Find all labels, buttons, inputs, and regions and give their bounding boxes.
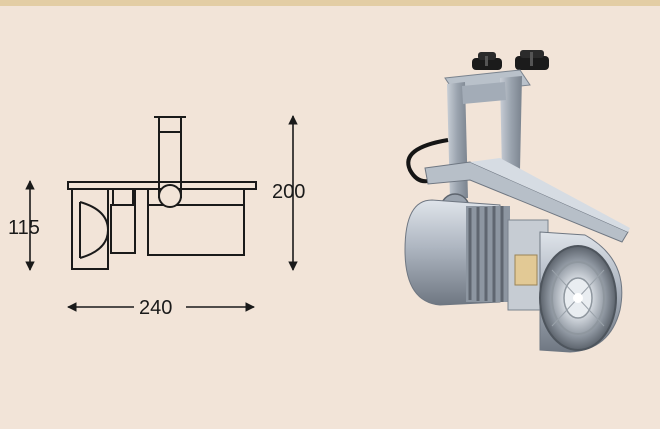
bracket-cross (462, 82, 506, 104)
dimension-lines (25, 115, 298, 312)
left-body-outline (71, 188, 109, 270)
top-knobs (472, 50, 549, 70)
dim-115-label: 115 (8, 217, 40, 239)
cooling-ribs (466, 206, 510, 302)
technical-drawing (67, 116, 257, 270)
top-color-band (0, 0, 660, 6)
middle-ring-outline (110, 204, 136, 254)
dim-240-label: 240 (139, 297, 172, 319)
dim-200-label: 200 (272, 181, 305, 203)
pivot-outline (158, 184, 182, 208)
side-rail-top (470, 158, 630, 232)
rear-housing-outline (147, 204, 245, 256)
track-spotlight-photo-icon (404, 50, 630, 353)
power-cable (406, 138, 449, 184)
rear-housing-top-outline (147, 188, 245, 206)
middle-ring-top-outline (112, 188, 134, 206)
reflector-outline (79, 201, 110, 259)
